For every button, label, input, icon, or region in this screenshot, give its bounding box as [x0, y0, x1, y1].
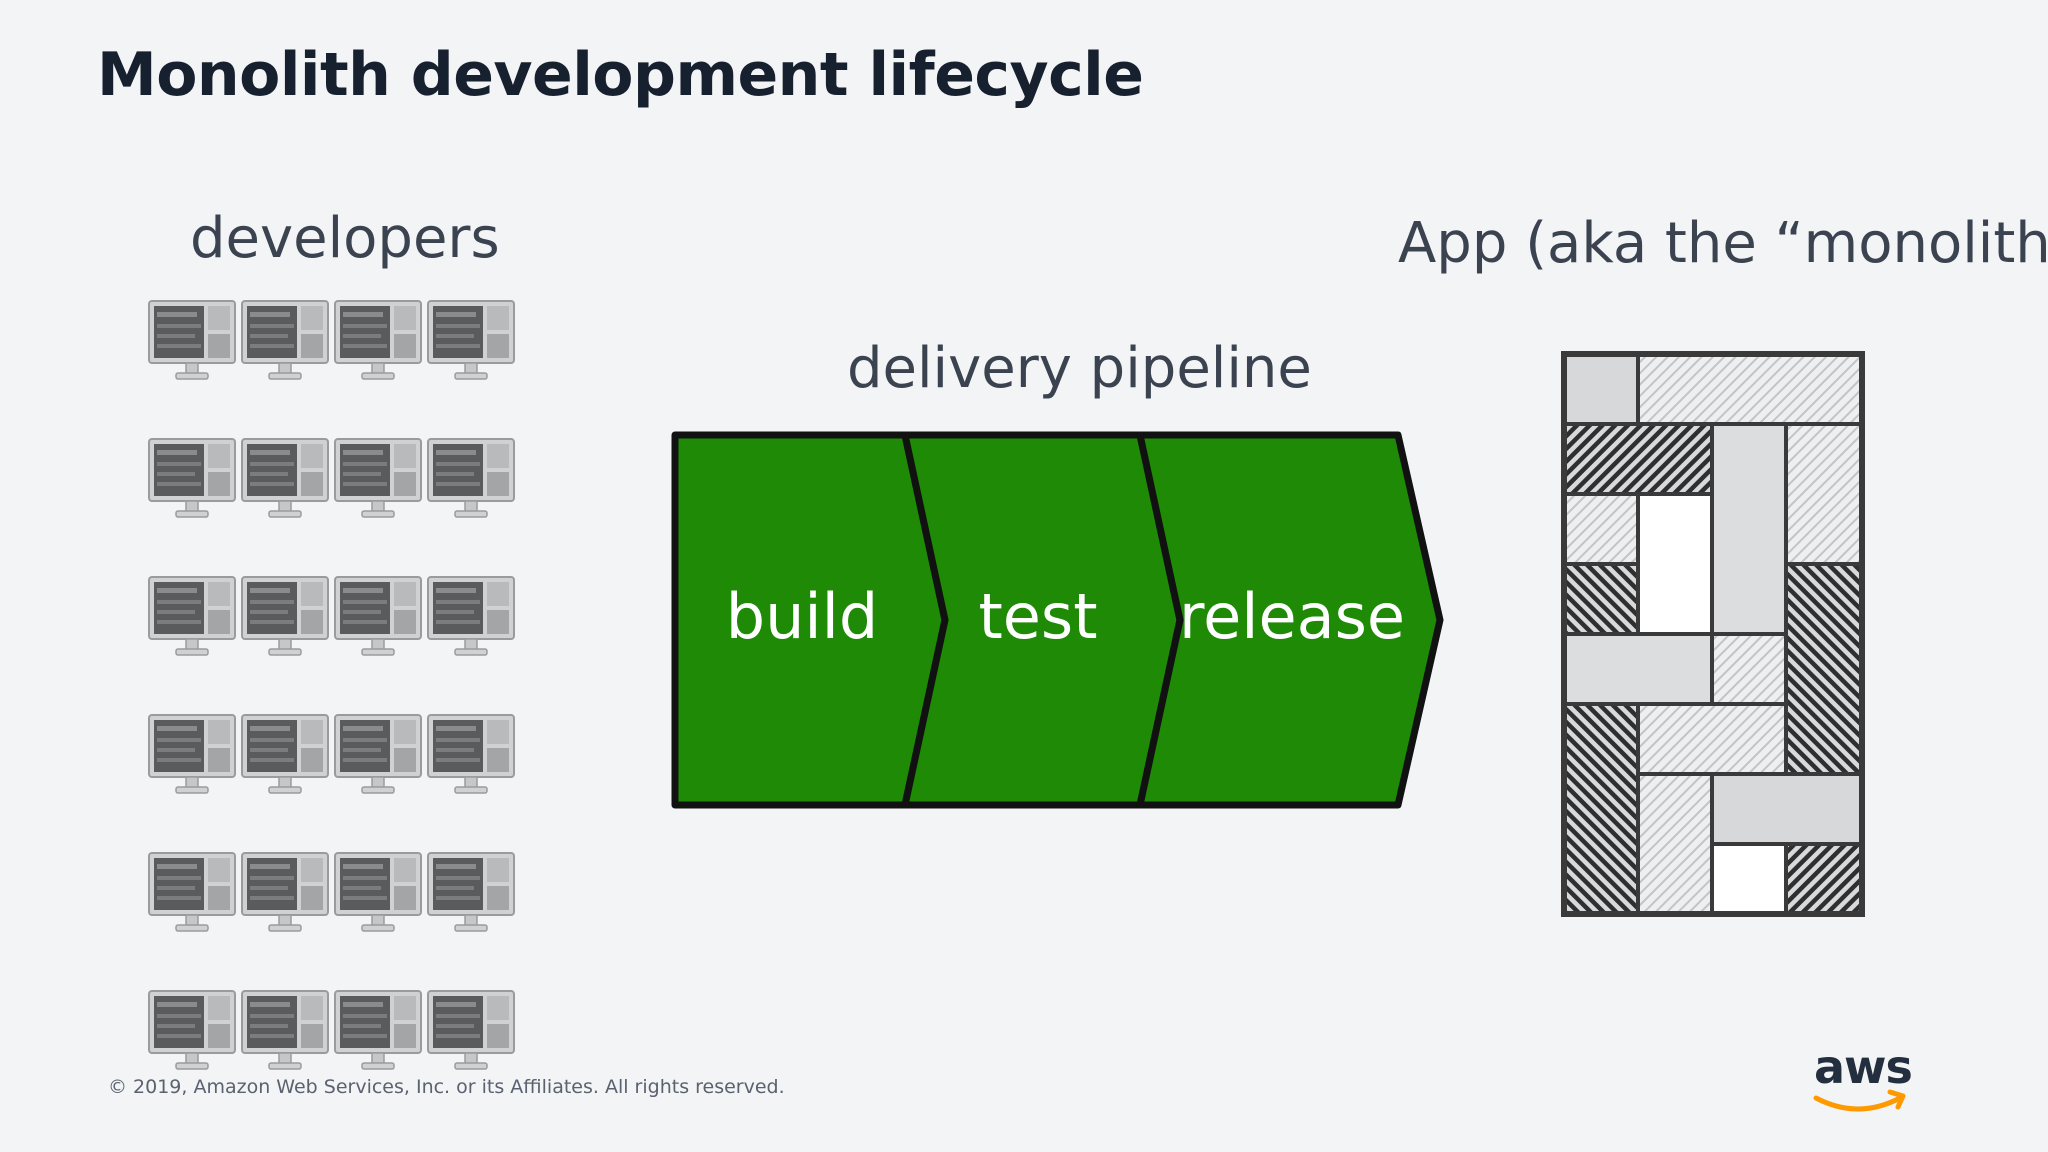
stage-release-shape	[1136, 431, 1444, 809]
pipeline-label: delivery pipeline	[847, 336, 1312, 401]
block	[1562, 422, 1714, 496]
page-title: Monolith development lifecycle	[97, 40, 1144, 110]
block	[1710, 842, 1788, 916]
block	[1784, 842, 1864, 916]
monitor-icon	[241, 438, 329, 518]
monolith-app-block	[1560, 350, 1872, 930]
block	[1710, 772, 1864, 846]
monitor-icon	[427, 852, 515, 932]
app-label: App (aka the “monolith”)	[1398, 211, 2048, 276]
monitor-icon	[334, 300, 422, 380]
monitor-icon	[148, 576, 236, 656]
monitor-icon	[427, 300, 515, 380]
monitor-icon	[334, 438, 422, 518]
monolith-diagram	[1561, 351, 1865, 917]
block	[1562, 632, 1714, 706]
block	[1562, 492, 1640, 566]
block	[1562, 352, 1640, 426]
stage-test-label: test	[978, 580, 1098, 653]
monitor-icon	[148, 990, 236, 1070]
block	[1636, 492, 1714, 636]
monitor-icon	[148, 438, 236, 518]
block	[1710, 422, 1788, 636]
aws-smile-icon	[1813, 1089, 1906, 1112]
block	[1562, 562, 1640, 636]
monitor-icon	[241, 714, 329, 794]
monitor-icon	[334, 852, 422, 932]
monitor-icon	[148, 714, 236, 794]
block	[1636, 772, 1714, 916]
monitor-icon	[334, 576, 422, 656]
aws-logo-text: aws	[1814, 1040, 1913, 1094]
block	[1784, 422, 1864, 566]
block	[1784, 562, 1864, 776]
monitor-icon	[427, 438, 515, 518]
pipeline-chevrons	[671, 431, 1444, 809]
monitor-icon	[427, 990, 515, 1070]
monitor-icon	[334, 714, 422, 794]
monitor-icon	[241, 990, 329, 1070]
aws-logo: aws	[1808, 1040, 1918, 1120]
monitor-icon	[427, 576, 515, 656]
monitor-icon	[148, 300, 236, 380]
stage-build-label: build	[725, 580, 879, 653]
developers-label: developers	[190, 206, 500, 271]
monitor-icon	[241, 300, 329, 380]
monitor-icon	[148, 852, 236, 932]
block	[1636, 352, 1864, 426]
copyright-footer: © 2019, Amazon Web Services, Inc. or its…	[108, 1076, 785, 1098]
monitor-icon	[334, 990, 422, 1070]
stage-release-label: release	[1178, 580, 1406, 653]
block	[1710, 632, 1788, 706]
monitor-icon	[427, 714, 515, 794]
delivery-pipeline: build test release	[670, 430, 1450, 810]
block	[1636, 702, 1788, 776]
monitor-icon	[241, 852, 329, 932]
monitor-icon	[241, 576, 329, 656]
developers-grid	[148, 300, 528, 1075]
block	[1562, 702, 1640, 916]
